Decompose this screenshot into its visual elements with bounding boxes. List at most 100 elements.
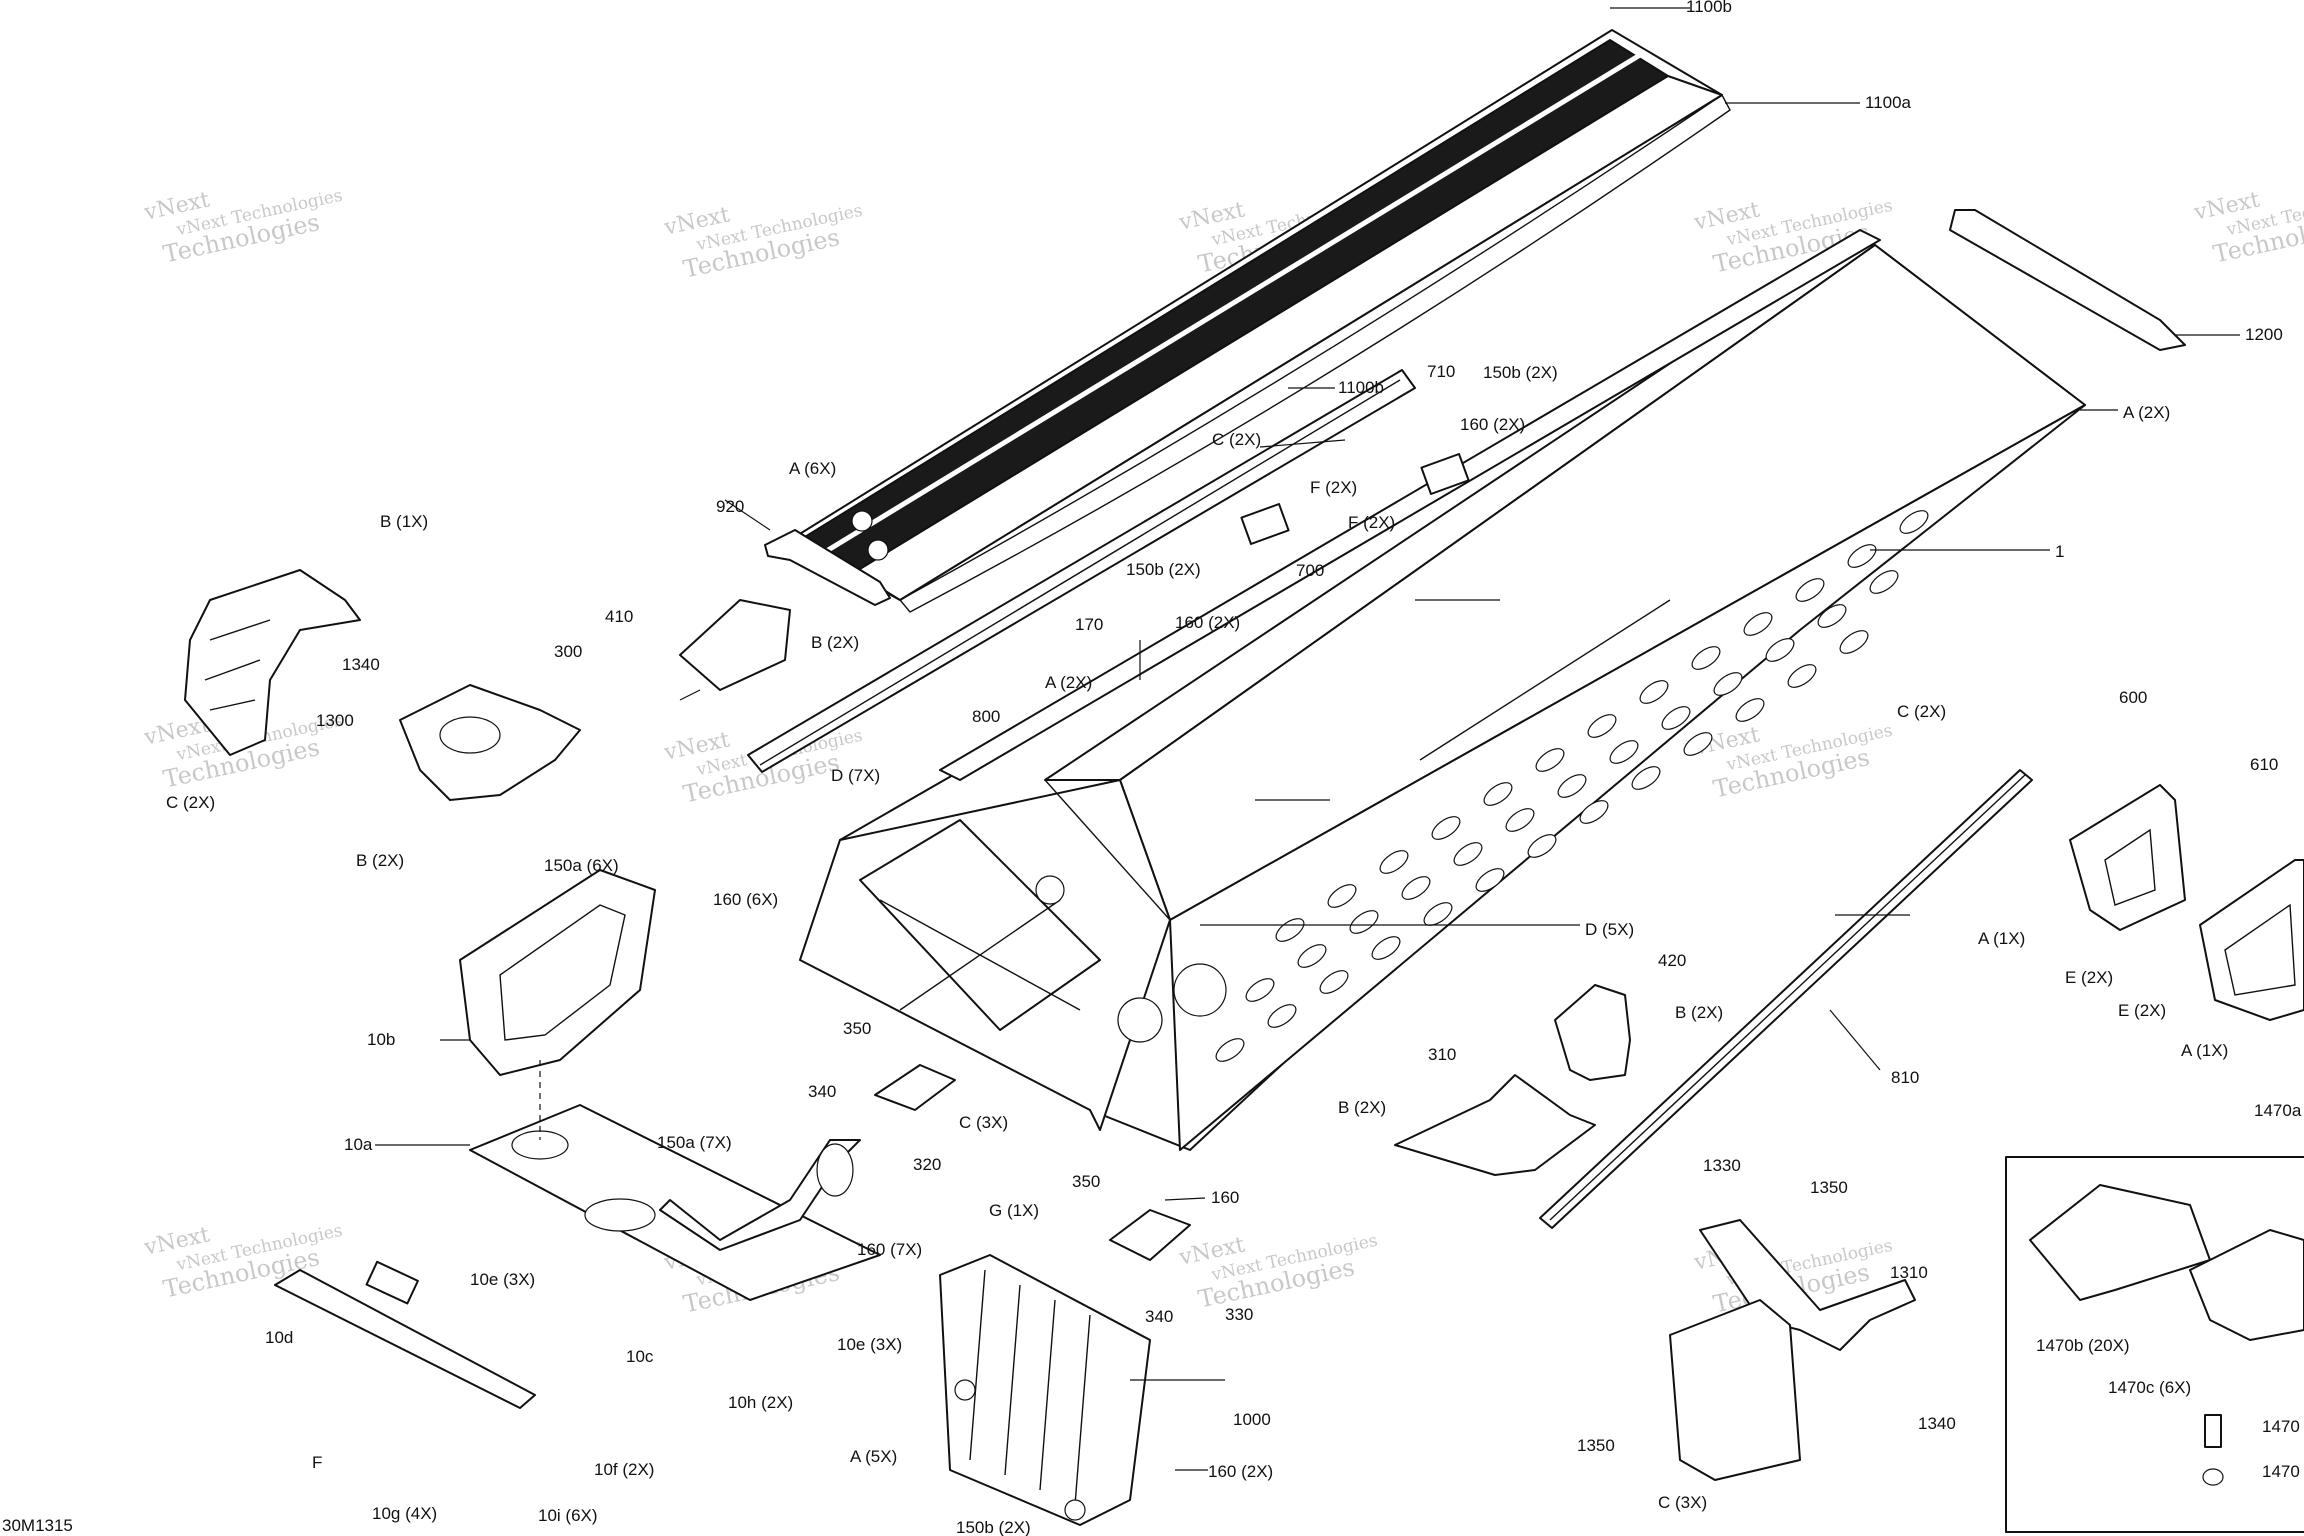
callout-a-1x-b: A (1X) [2181, 1041, 2228, 1060]
callout-c-2x-rail: C (2X) [1212, 430, 1261, 449]
callout-710: 710 [1427, 362, 1455, 381]
part-320-bracket [874, 1064, 956, 1111]
tunnel-slot [1327, 884, 1357, 908]
callout-810: 810 [1891, 1068, 1919, 1087]
callout-160-2x-c: 160 (2X) [1208, 1462, 1273, 1481]
tunnel-slot [1787, 664, 1817, 688]
callout-1100a: 1100a [1865, 93, 1912, 112]
callout-150b-2x-a: 150b (2X) [1483, 363, 1558, 382]
part-10a-base-plate [469, 1104, 881, 1301]
callout-800: 800 [972, 707, 1000, 726]
callout-310: 310 [1428, 1045, 1456, 1064]
callout-c-2x-left: C (2X) [166, 793, 215, 812]
part-tunnel-slots [1215, 510, 1929, 1062]
callout-1100b-top: 1100b [1686, 0, 1732, 16]
tunnel-slot [1475, 868, 1505, 892]
callout-610: 610 [2250, 755, 2278, 774]
callout-10e-3x-b: 10e (3X) [837, 1335, 902, 1354]
callout-1470a: 1470a [2254, 1101, 2302, 1120]
callout-300: 300 [554, 642, 582, 661]
tunnel-slot [1319, 970, 1349, 994]
callout-10h-2x: 10h (2X) [728, 1393, 793, 1412]
callout-1100b-mid: 1100b [1338, 378, 1384, 397]
tunnel-slot [1401, 876, 1431, 900]
part-300-plate [399, 684, 581, 801]
callout-350-a: 350 [843, 1019, 871, 1038]
tunnel-slot [1847, 544, 1877, 568]
tunnel-slot [1817, 604, 1847, 628]
tunnel-slot [1453, 842, 1483, 866]
diagram-code: 30M1315 [2, 1516, 73, 1535]
callout-420: 420 [1658, 951, 1686, 970]
tunnel-slot [1899, 510, 1929, 534]
tunnel-slot [1661, 706, 1691, 730]
part-1300-bracket [184, 569, 361, 756]
part-1200-brace [1949, 209, 2186, 351]
callout-150b-2x-b: 150b (2X) [1126, 560, 1201, 579]
tunnel-slot [1587, 714, 1617, 738]
callout-340-a: 340 [808, 1082, 836, 1101]
callout-920: 920 [716, 497, 744, 516]
callout-1200: 1200 [2245, 325, 2283, 344]
callout-1: 1 [2055, 542, 2064, 561]
callout-10f-2x: 10f (2X) [594, 1460, 654, 1479]
part-10d-lower-bar [274, 1260, 536, 1409]
callout-10d: 10d [265, 1328, 293, 1347]
callout-c-3x-a: C (3X) [959, 1113, 1008, 1132]
tunnel-slot [1691, 646, 1721, 670]
tunnel-slot [1267, 1004, 1297, 1028]
callout-b-2x-310: B (2X) [1338, 1098, 1386, 1117]
callout-160-2x-a: 160 (2X) [1460, 415, 1525, 434]
part-610-side-panel [2199, 859, 2304, 1021]
callout-170: 170 [1075, 615, 1103, 634]
callout-b-2x-410: B (2X) [811, 633, 859, 652]
callout-10a: 10a [344, 1135, 373, 1154]
callout-d-5x: D (5X) [1585, 920, 1634, 939]
callout-350-b: 350 [1072, 1172, 1100, 1191]
callout-g-1x: G (1X) [989, 1201, 1039, 1220]
callout-b-2x-300: B (2X) [356, 851, 404, 870]
callout-labels: 1100b 1100a 1100b 1200 710 150b (2X) A (2X) 160… [166, 0, 2302, 1536]
callout-a-6x: A (6X) [789, 459, 836, 478]
tunnel-slot [1557, 774, 1587, 798]
part-600-side-panel [2069, 784, 2186, 931]
callout-10e-3x-a: 10e (3X) [470, 1270, 535, 1289]
callout-160-6x: 160 (6X) [713, 890, 778, 909]
part-810-rail-right [1539, 769, 2033, 1229]
tunnel-slot [1631, 766, 1661, 790]
tunnel-slot [1527, 834, 1557, 858]
tunnel-slot [1535, 748, 1565, 772]
tunnel-slot [1683, 732, 1713, 756]
callout-1470c: 1470c (6X) [2108, 1378, 2191, 1397]
callout-a-2x-mid: A (2X) [1045, 673, 1092, 692]
callout-1000: 1000 [1233, 1410, 1271, 1429]
tunnel-slot [1483, 782, 1513, 806]
tunnel-slot [1795, 578, 1825, 602]
callout-d-7x: D (7X) [831, 766, 880, 785]
part-410-bracket [679, 599, 791, 691]
tunnel-slot [1505, 808, 1535, 832]
callout-320: 320 [913, 1155, 941, 1174]
tunnel-slot [1765, 638, 1795, 662]
callout-1310: 1310 [1890, 1263, 1928, 1282]
part-310-plate [1394, 1074, 1596, 1176]
callout-1300: 1300 [316, 711, 354, 730]
callout-1470b: 1470b (20X) [2036, 1336, 2130, 1355]
part-1100a-running-board-top [789, 29, 1731, 613]
tunnel-slot [1735, 698, 1765, 722]
tunnel-slot [1379, 850, 1409, 874]
tunnel-slot [1215, 1038, 1245, 1062]
part-10c-steering [539, 1060, 861, 1251]
callout-10b: 10b [367, 1030, 395, 1049]
callout-f-2x-b: F (2X) [1348, 513, 1395, 532]
part-420-plate [1554, 984, 1631, 1081]
callout-150a-6x: 150a (6X) [544, 856, 619, 875]
tunnel-slot [1639, 680, 1669, 704]
tunnel-slot [1713, 672, 1743, 696]
inset-1470-box [2005, 1156, 2304, 1533]
part-700-710-brackets [1240, 453, 1470, 545]
part-330-bracket [1109, 1209, 1191, 1261]
